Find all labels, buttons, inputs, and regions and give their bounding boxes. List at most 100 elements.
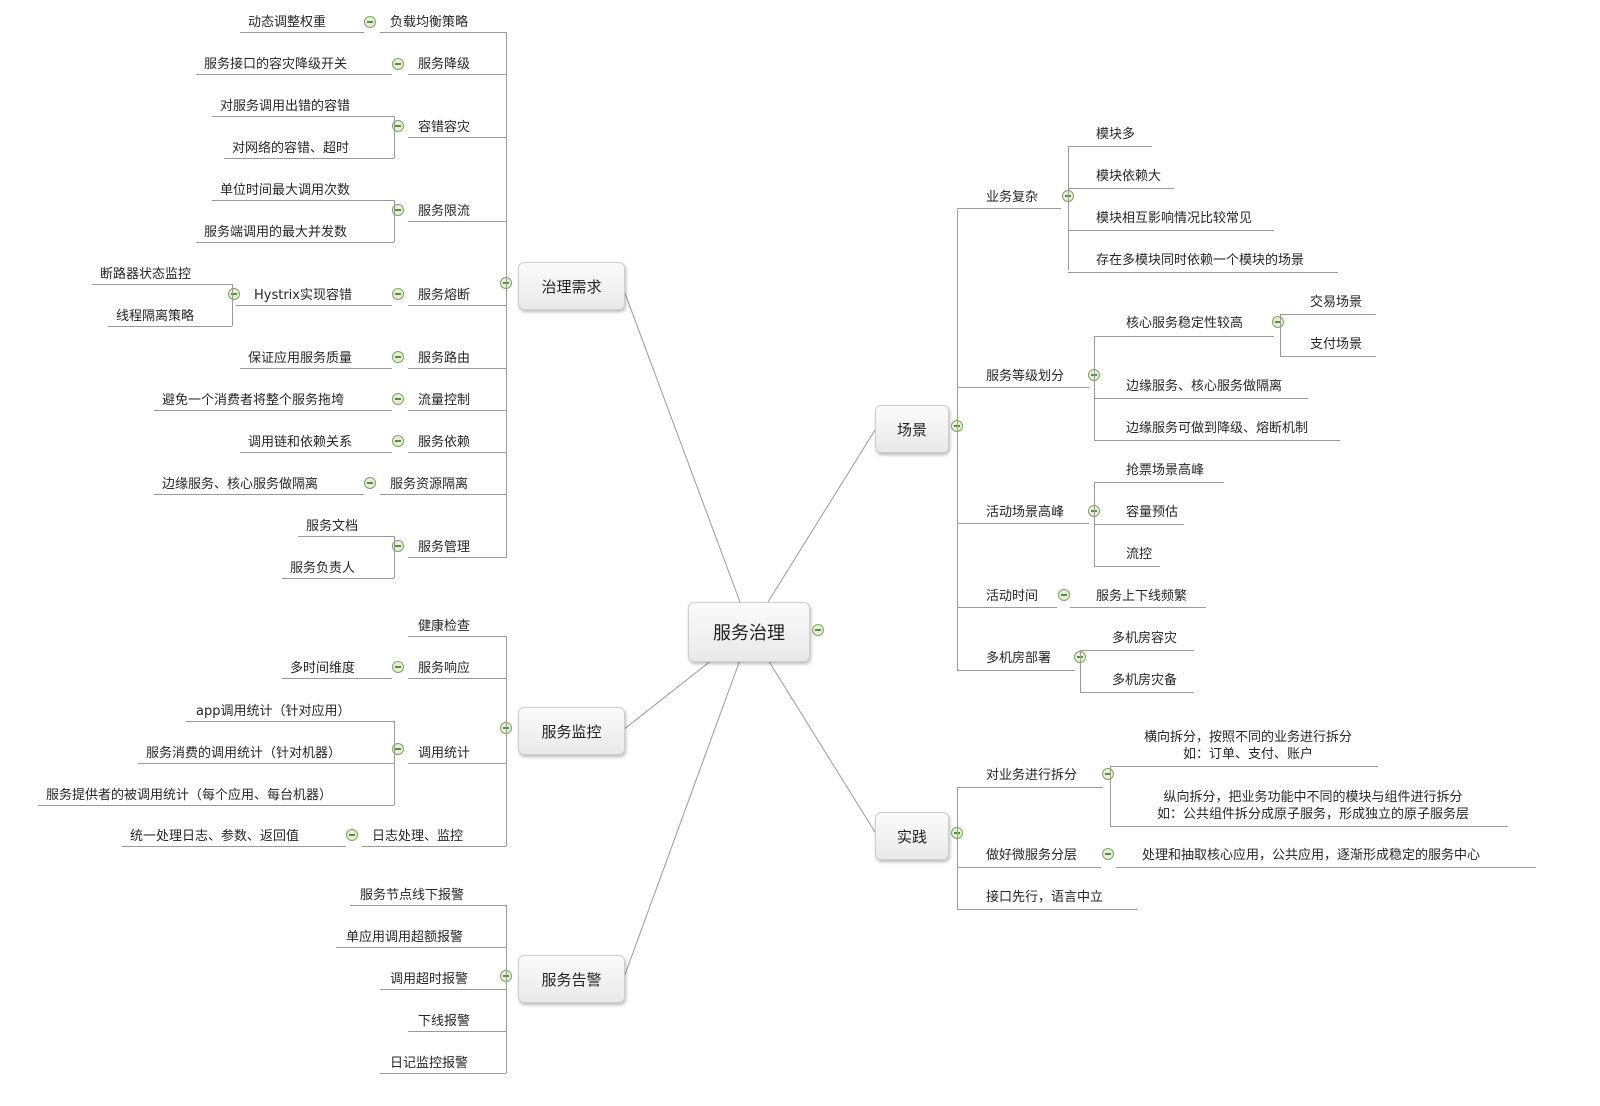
monitoring-item-label: 调用统计	[418, 746, 471, 761]
scenarios-subleaf-label: 支付场景	[1310, 337, 1363, 352]
governance-item-collapse-icon[interactable]	[392, 120, 404, 132]
governance-item-label: 服务依赖	[418, 435, 471, 450]
branch-alerts[interactable]: 服务告警	[518, 955, 625, 1003]
alerts-spine	[506, 905, 507, 1073]
scenarios-leaf-label: 多机房容灾	[1112, 631, 1178, 646]
scenarios-item-label: 活动场景高峰	[986, 505, 1065, 520]
connector-root-practice	[767, 659, 876, 833]
governance-leaf-label: 边缘服务、核心服务做隔离	[162, 477, 319, 492]
branch-scenarios[interactable]: 场景	[875, 405, 949, 453]
connector-root-alerts	[622, 659, 741, 981]
governance-item-collapse-icon[interactable]	[392, 58, 404, 70]
branch-practice[interactable]: 实践	[875, 812, 949, 860]
scenarios-item-label: 业务复杂	[986, 190, 1039, 205]
monitoring-leaf-label: app调用统计（针对应用）	[196, 704, 351, 719]
governance-item-collapse-icon[interactable]	[364, 16, 376, 28]
root-label: 服务治理	[713, 623, 785, 644]
practice-leaf-label: 处理和抽取核心应用，公共应用，逐渐形成稳定的服务中心	[1142, 848, 1481, 863]
alerts-item-label: 日记监控报警	[390, 1056, 469, 1071]
governance-item-label: 容错容灾	[418, 120, 471, 135]
scenarios-leaf-label: 存在多模块同时依赖一个模块的场景	[1096, 253, 1305, 268]
governance-item-label: 服务熔断	[418, 288, 471, 303]
governance-item-label: 服务限流	[418, 204, 471, 219]
practice-leaf-line1: 横向拆分，按照不同的业务进行拆分	[1143, 730, 1352, 745]
branch-governance[interactable]: 治理需求	[518, 262, 625, 310]
scenarios-spine	[957, 210, 958, 670]
governance-item-collapse-icon[interactable]	[392, 204, 404, 216]
practice-item-label: 做好微服务分层	[986, 848, 1078, 863]
governance-item-collapse-icon[interactable]	[364, 477, 376, 489]
governance-item-collapse-icon[interactable]	[392, 351, 404, 363]
governance-leaf-label: 服务接口的容灾降级开关	[204, 57, 348, 72]
scenarios-leaf-label: 模块依赖大	[1096, 169, 1162, 184]
connector-root-governance	[622, 287, 741, 603]
monitoring-leaf-label: 服务消费的调用统计（针对机器）	[146, 746, 342, 761]
alerts-item-label: 调用超时报警	[390, 972, 469, 987]
practice-leaf-line1: 纵向拆分，把业务功能中不同的模块与组件进行拆分	[1163, 790, 1463, 805]
governance-item-collapse-icon[interactable]	[392, 540, 404, 552]
practice-item-collapse-icon[interactable]	[1102, 768, 1114, 780]
monitoring-item-collapse-icon[interactable]	[392, 661, 404, 673]
branch-governance-label: 治理需求	[541, 277, 602, 296]
scenarios-leaf-label: 服务上下线频繁	[1096, 589, 1188, 604]
root-node[interactable]: 服务治理	[688, 602, 810, 662]
governance-item-label: 服务资源隔离	[390, 477, 469, 492]
governance-item-label: 服务降级	[418, 57, 471, 72]
governance-leaf-label: 服务负责人	[290, 561, 356, 576]
governance-leaf-label: Hystrix实现容错	[254, 288, 352, 303]
governance-leaf-label: 服务端调用的最大并发数	[204, 225, 348, 240]
practice-leaf-line2: 如：订单、支付、账户	[1182, 747, 1313, 762]
governance-subleaf-label: 线程隔离策略	[116, 309, 195, 324]
governance-subleaf-label: 断路器状态监控	[100, 267, 192, 282]
scenarios-leaf-label: 流控	[1126, 547, 1153, 562]
monitoring-item-label: 日志处理、监控	[372, 829, 464, 844]
governance-item-label: 流量控制	[418, 393, 471, 408]
branch-practice-label: 实践	[896, 827, 927, 846]
governance-item-collapse-icon[interactable]	[392, 435, 404, 447]
monitoring-leaf-label: 多时间维度	[290, 661, 356, 676]
scenarios-item-label: 多机房部署	[986, 651, 1052, 666]
scenarios-leaf-label: 多机房灾备	[1112, 673, 1178, 688]
governance-leaf-label: 对网络的容错、超时	[232, 141, 350, 156]
scenarios-subleaf-label: 交易场景	[1310, 295, 1363, 310]
governance-leaf-label: 保证应用服务质量	[248, 351, 353, 366]
scenarios-leaf-label: 抢票场景高峰	[1126, 463, 1205, 478]
scenarios-leaf-label: 边缘服务可做到降级、熔断机制	[1126, 421, 1309, 436]
governance-item-collapse-icon[interactable]	[392, 393, 404, 405]
governance-leaf-label: 调用链和依赖关系	[248, 435, 353, 450]
practice-leaf-line2: 如：公共组件拆分成原子服务，形成独立的原子服务层	[1156, 807, 1469, 822]
governance-item-collapse-icon[interactable]	[392, 288, 404, 300]
practice-spine	[957, 787, 958, 909]
monitoring-item-collapse-icon[interactable]	[392, 743, 404, 755]
practice-item-collapse-icon[interactable]	[1102, 848, 1114, 860]
governance-leaf-label: 单位时间最大调用次数	[220, 183, 351, 198]
governance-spine	[506, 32, 507, 558]
governance-subitem-collapse-icon[interactable]	[228, 288, 240, 300]
monitoring-item-collapse-icon[interactable]	[346, 829, 358, 841]
branch-monitoring[interactable]: 服务监控	[518, 707, 625, 755]
scenarios-leaf-label: 模块多	[1096, 127, 1136, 142]
scenarios-item-label: 活动时间	[986, 589, 1039, 604]
monitoring-spine	[506, 636, 507, 846]
scenarios-item-collapse-icon[interactable]	[1058, 589, 1070, 601]
branch-alerts-label: 服务告警	[541, 970, 602, 989]
governance-item-label: 负载均衡策略	[390, 15, 469, 30]
monitoring-leaf-label: 统一处理日志、参数、返回值	[130, 829, 300, 844]
scenarios-leaf-label: 模块相互影响情况比较常见	[1096, 211, 1253, 226]
branch-monitoring-label: 服务监控	[541, 722, 602, 741]
scenarios-leaf-label: 容量预估	[1126, 505, 1179, 520]
alerts-item-label: 单应用调用超额报警	[346, 930, 464, 945]
practice-item-label: 接口先行，语言中立	[986, 890, 1104, 905]
governance-item-label: 服务管理	[418, 540, 471, 555]
scenarios-subitem-collapse-icon[interactable]	[1272, 316, 1284, 328]
scenarios-leaf-label: 边缘服务、核心服务做隔离	[1126, 379, 1283, 394]
governance-leaf-label: 避免一个消费者将整个服务拖垮	[162, 393, 345, 408]
practice-item-label: 对业务进行拆分	[986, 768, 1078, 783]
monitoring-item-label: 健康检查	[418, 619, 471, 634]
monitoring-item-label: 服务响应	[418, 661, 471, 676]
governance-leaf-label: 对服务调用出错的容错	[220, 99, 351, 114]
branch-scenarios-label: 场景	[896, 420, 927, 439]
root-collapse-icon[interactable]	[812, 624, 824, 636]
scenarios-leaf-label: 核心服务稳定性较高	[1126, 316, 1244, 331]
